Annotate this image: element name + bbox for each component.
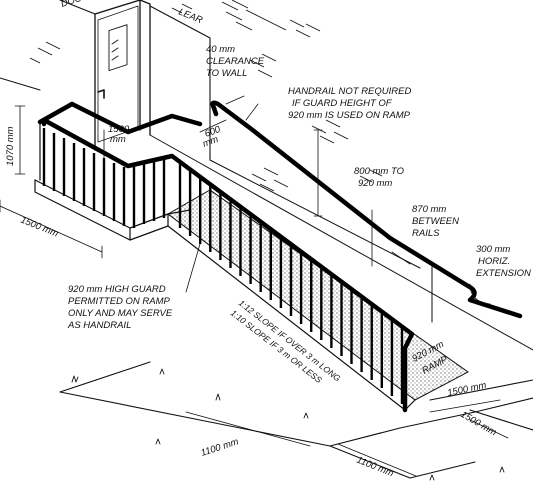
- door-glass-panel: [108, 24, 128, 72]
- between-rails-line-3: RAILS: [412, 228, 440, 239]
- grass-tufts: [71, 368, 505, 481]
- clear-right-label: 1100 mm: [355, 455, 395, 480]
- landing-height-label: 1070 mm: [5, 126, 16, 166]
- guard-note-line-4: AS HANDRAIL: [67, 320, 131, 331]
- clearance-line-2: CLEARANCE: [206, 56, 265, 67]
- landing-width-label: 1500 mm: [19, 215, 60, 240]
- horiz-extension-line-1: 300 mm: [476, 244, 510, 255]
- brick-wall-hatching: [29, 0, 383, 192]
- handrail-note-line-3: 920 mm IS USED ON RAMP: [288, 110, 411, 121]
- wall-handrail: [210, 100, 523, 323]
- handrail-note-line-1: HANDRAIL NOT REQUIRED: [288, 86, 411, 97]
- between-rails-line-2: BETWEEN: [412, 216, 459, 227]
- guard-note-line-3: ONLY AND MAY SERVE: [68, 308, 173, 319]
- landing-depth-line-2: mm: [110, 134, 126, 145]
- rail-height-line-2: 920 mm: [358, 178, 392, 189]
- dimension-lines: [0, 95, 509, 477]
- between-rails-line-1: 870 mm: [412, 204, 446, 215]
- door-handle-icon: [97, 89, 105, 99]
- bottom-landing-label: 1500 mm: [446, 380, 487, 399]
- door-label: DOO: [60, 0, 85, 10]
- door-clear-label: LEAR: [177, 7, 204, 27]
- horiz-extension-line-2: HORIZ.: [478, 256, 510, 267]
- clearance-line-3: TO WALL: [206, 68, 247, 79]
- clear-left-label: 1100 mm: [200, 436, 240, 459]
- guard-note-line-2: PERMITTED ON RAMP: [68, 296, 171, 307]
- wall-lines: [0, 77, 533, 351]
- ramp-balusters: [178, 162, 404, 404]
- guard-note-line-1: 920 mm HIGH GUARD: [68, 284, 166, 295]
- rail-height-line-1: 800 mm TO: [354, 166, 405, 177]
- landing-depth-line-1: 1500: [108, 124, 130, 135]
- clearance-line-1: 40 mm: [206, 44, 235, 55]
- guard-top-rail: [37, 101, 415, 413]
- bottom-width-label: 1500 mm: [459, 409, 499, 438]
- wall-offset-line-2: mm: [201, 134, 220, 150]
- horiz-extension-line-3: EXTENSION: [476, 268, 531, 279]
- wall-offset-line-1: 600: [203, 124, 222, 140]
- ground-lines: [59, 361, 533, 479]
- doorway: [59, 0, 211, 161]
- handrail-note-line-2: IF GUARD HEIGHT OF: [292, 98, 393, 109]
- landing-balusters: [42, 128, 166, 228]
